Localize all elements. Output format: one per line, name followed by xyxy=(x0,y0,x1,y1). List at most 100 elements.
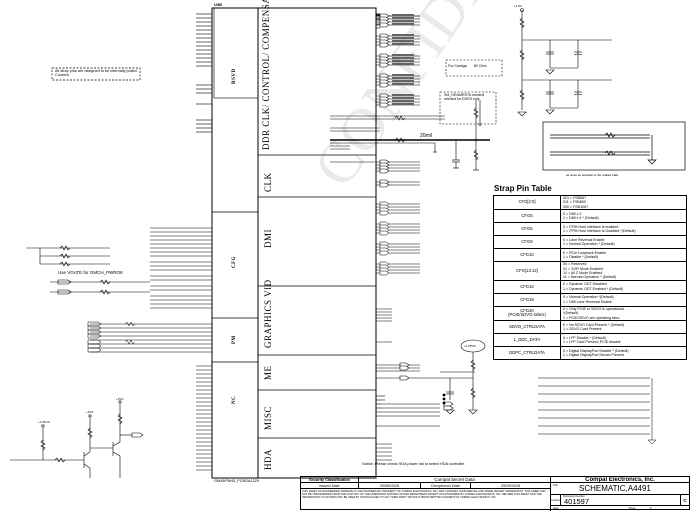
rev-value: C xyxy=(683,497,687,503)
power-rail-callout: +1.05VS xyxy=(464,344,476,348)
strap-pin-name: CFG16 xyxy=(493,279,561,294)
strap-row: CFG[13:12]00 = Reserved 01 = XOR Mode En… xyxy=(493,261,687,281)
ddr3-note-box xyxy=(439,91,497,125)
hda-stubs xyxy=(376,443,392,461)
gfx-vid-stubs xyxy=(376,308,392,343)
hda-note: Notice: Please check HDA power rail to s… xyxy=(362,462,466,466)
ddr3-note-line1: SM_DRAMRST# needed xyxy=(444,93,485,97)
strap-row: CFG[2:0]001 = FSB667 011 = FSB800 000 = … xyxy=(493,194,687,211)
ddr3-note: SM_DRAMRST# needed needed for DDR3 only xyxy=(444,93,484,101)
date-row: Date Sheet of xyxy=(551,506,689,511)
strap-pin-name: CFG5 xyxy=(493,209,561,224)
title-block: Security Classification Compal Secret Da… xyxy=(300,476,690,511)
termination-box xyxy=(542,121,686,171)
doc-label: Document Number xyxy=(563,495,585,498)
power-rail-thermtrip-3: +3VS xyxy=(116,397,124,401)
date-label: Date xyxy=(553,507,559,510)
size-cell: Custom xyxy=(551,495,561,506)
deciphered-value: 2009/03/28 xyxy=(471,483,551,489)
strap-pin-name: CFG9 xyxy=(493,235,561,250)
of-label: of xyxy=(649,507,652,510)
strap-pin-name: L_DDC_DATA xyxy=(493,333,561,348)
sheet-label: Sheet xyxy=(628,507,636,510)
disclaimer: THIS SHEET OF ENGINEERING DRAWING IS THE… xyxy=(301,489,551,511)
strap-pin-desc: 0 = Digital DisplayPort Disable * (Defau… xyxy=(560,346,687,361)
security-value: Compal Secret Data xyxy=(359,477,551,483)
section-label-cfg: CFG xyxy=(232,255,237,268)
net-label-blocks xyxy=(392,14,414,105)
section-label-nc: NC xyxy=(232,395,237,404)
strap-pin-desc: 0 = Dynamic ODT Disabled 1 = Dynamic ODT… xyxy=(560,279,687,294)
cantiga-note-label: For Cantiga xyxy=(448,64,467,68)
strap-pin-name: CFG6 xyxy=(493,222,561,237)
part-name: GM45/PM45_FCBGA1329 xyxy=(214,479,259,483)
size-value: Custom xyxy=(551,498,560,502)
deciphered-label: Deciphered Date xyxy=(421,483,471,489)
strap-pin-name: CFG10 xyxy=(493,248,561,263)
strap-note-line2: Connect xyxy=(55,73,70,78)
strap-pin-name: CFG[13:12] xyxy=(493,261,561,281)
section-label-pm: PM xyxy=(232,335,237,344)
strap-pin-desc: 0 = LFP Disable * (Default) 1 = LFP Card… xyxy=(560,333,687,348)
doc-number: 401597 xyxy=(564,497,590,506)
vs-divider xyxy=(420,339,486,415)
thermtrip-circuit xyxy=(10,400,144,478)
nc-pin-stubs xyxy=(196,365,212,471)
security-label: Security Classification xyxy=(301,477,359,483)
title-cell: Title SCHEMATIC,A4491 xyxy=(551,483,689,495)
rev-cell: C xyxy=(681,495,689,506)
strap-pin-desc: 0 = Normal Operation *(Default) 1 = DMI … xyxy=(560,292,687,307)
issued-value: 2008/03/28 xyxy=(359,483,421,489)
pm-nets xyxy=(87,321,136,353)
strap-pin-desc: 00 = Reserved 01 = XOR Mode Enabled 10 =… xyxy=(560,261,687,281)
schematic-title: SCHEMATIC,A4491 xyxy=(579,484,651,493)
company-name: Compal Electronics, Inc. xyxy=(551,477,689,483)
offpage-connectors xyxy=(379,13,390,108)
cfg-pin-stubs xyxy=(90,227,212,353)
component-ref: U3B xyxy=(214,2,223,7)
strap-row: CFG20 (PCIE/SDVO select)0 = Only PCIE or… xyxy=(493,305,687,322)
strap-pin-desc: 0 = Only PCIE or SDVO is operational. *(… xyxy=(560,305,687,322)
strap-pin-desc: 0 = No SDVO Card Present * (Default) 1 =… xyxy=(560,320,687,335)
power-rail-thermtrip-1: +1.05VS xyxy=(38,420,50,424)
left-pin-stubs xyxy=(196,13,212,133)
rcomp-divider xyxy=(517,8,612,117)
ddr3-note-line2: needed for DDR3 only xyxy=(444,97,480,101)
section-label-me: ME xyxy=(263,365,273,381)
strap-note-box xyxy=(51,67,141,81)
section-label-ddr: DDR CLK/ CONTROL/ COMPENSATION xyxy=(261,0,271,150)
power-rail-thermtrip-2: +3VS xyxy=(86,410,94,414)
section-label-dmi: DMI xyxy=(263,229,273,248)
close-note: as close as possible to the related ball… xyxy=(566,173,619,177)
strap-pin-table: CFG[2:0]001 = FSB667 011 = FSB800 000 = … xyxy=(493,194,687,361)
clk-nets xyxy=(330,161,420,186)
strap-pin-desc: 0 = Lane Reversal Enable 1 = Normal Oper… xyxy=(560,235,687,250)
strap-pin-name: SDVO_CTRLDATA xyxy=(493,320,561,335)
strap-pin-name: CFG[2:0] xyxy=(493,194,561,211)
me-misc-nets xyxy=(376,364,475,427)
strap-table-title: Strap Pin Table xyxy=(494,184,552,193)
section-label-hda: HDA xyxy=(263,449,273,470)
issued-label: Issued Date xyxy=(301,483,359,489)
strap-note-line1: All strap pins are designed to be intern… xyxy=(55,69,137,73)
strap-pin-name: CFG19 xyxy=(493,292,561,307)
strap-pin-desc: 0 = PCIe Loopback Enable 1 = Disable * (… xyxy=(560,248,687,263)
doc-number-cell: Document Number 401597 xyxy=(561,495,681,506)
u3b-outline xyxy=(211,7,377,479)
vgate-note: Use VGATE for GMCH_PWROK xyxy=(58,270,124,275)
cantiga-note-value: 80 Ohm xyxy=(473,64,487,68)
section-label-graphics-vid: GRAPHICS VID xyxy=(263,279,273,348)
trace-width-note: 20mil xyxy=(420,133,432,139)
strap-note: All strap pins are designed to be intern… xyxy=(55,69,137,77)
strap-pin-desc: 0 = DMI x 2 1 = DMI x 4 * (Default) xyxy=(560,209,687,224)
